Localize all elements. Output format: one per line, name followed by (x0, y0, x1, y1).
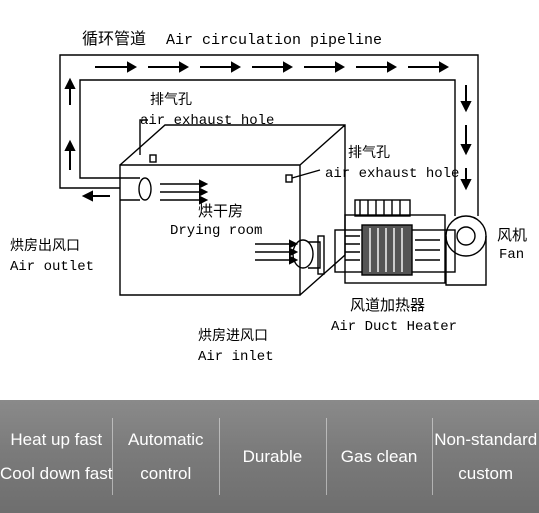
exhaust-hole-right-marker (285, 174, 293, 183)
feature-line-1: Automatic (127, 429, 204, 449)
pipeline-label-cn: 循环管道 (82, 29, 146, 48)
heater-unit (334, 199, 456, 284)
flow-arrows (64, 61, 472, 265)
outlet-label-cn: 烘房出风口 (10, 238, 80, 254)
inlet-label-cn: 烘房进风口 (198, 328, 268, 344)
exhaust-hole-left-marker (149, 154, 157, 163)
fan-unit (445, 200, 487, 286)
outlet-duct (120, 177, 140, 201)
feature-gas-clean: Gas clean (325, 400, 433, 513)
feature-line-2: custom (458, 463, 514, 483)
exhaust-right-cn: 排气孔 (348, 145, 390, 161)
heater-label-en: Air Duct Heater (331, 319, 457, 335)
feature-non-standard: Non-standard custom (432, 400, 539, 513)
room-label-cn: 烘干房 (198, 202, 243, 220)
feature-line-1: Non-standard (434, 429, 538, 449)
feature-line-1: Durable (242, 446, 303, 466)
pipeline-inner (79, 79, 456, 200)
heater-label-cn: 风道加热器 (350, 296, 425, 314)
feature-line-1: Heat up fast (10, 429, 103, 449)
pipeline-outer (59, 54, 479, 200)
feature-automatic-control: Automatic control (112, 400, 219, 513)
exhaust-left-en: air exhaust hole (140, 113, 274, 129)
room-label-en: Drying room (170, 223, 262, 239)
pipeline-label-en: Air circulation pipeline (166, 32, 382, 49)
drying-room-box (119, 124, 346, 296)
feature-line-1: Gas clean (340, 446, 418, 466)
air-circulation-diagram: 循环管道 Air circulation pipeline 排气孔 air ex… (10, 29, 527, 365)
fan-label-cn: 风机 (497, 226, 527, 244)
fan-label-en: Fan (499, 247, 524, 263)
outlet-label-en: Air outlet (10, 259, 94, 275)
feature-bar: Heat up fast Cool down fast Automatic co… (0, 400, 539, 513)
feature-line-2: control (140, 463, 192, 483)
inlet-label-en: Air inlet (198, 349, 274, 365)
feature-durable: Durable (219, 400, 326, 513)
feature-line-2: Cool down fast (0, 463, 113, 483)
exhaust-right-en: air exhaust hole (325, 166, 459, 182)
exhaust-left-cn: 排气孔 (150, 92, 192, 108)
feature-heat-up: Heat up fast Cool down fast (0, 400, 112, 513)
